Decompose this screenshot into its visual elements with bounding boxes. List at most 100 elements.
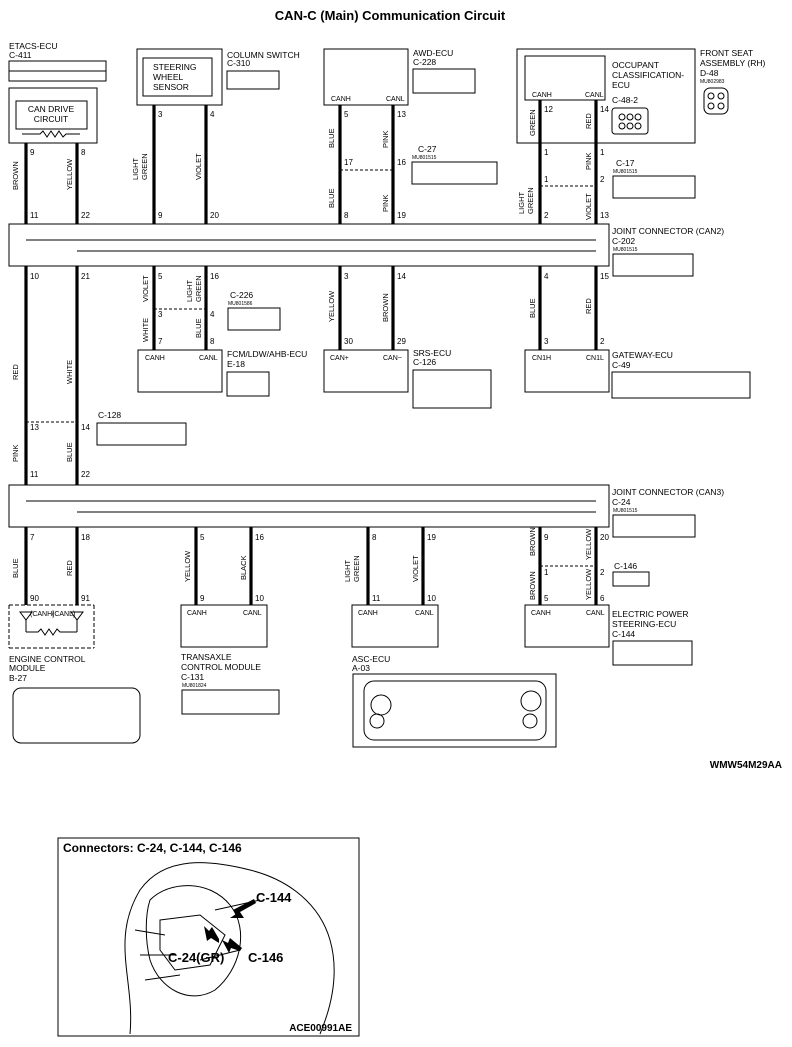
transaxle-control-conn: C-131 (181, 672, 204, 682)
c-27-part: MU801515 (412, 155, 437, 161)
c-226-label: C-226 (230, 290, 253, 300)
svg-text:29: 29 (397, 337, 406, 346)
asc-canl: CANL (415, 610, 434, 617)
svg-text:20: 20 (210, 211, 219, 220)
electric-power-steering-ecu-box (524, 604, 610, 648)
asc-canh: CANH (358, 610, 378, 617)
svg-text:2: 2 (544, 211, 549, 220)
svg-text:PINK: PINK (381, 194, 390, 212)
tcm-canl: CANL (243, 610, 262, 617)
eps-label-2: STEERING-ECU (612, 619, 676, 629)
svg-text:9: 9 (30, 148, 35, 157)
svg-text:14: 14 (397, 272, 406, 281)
c-202-connector-icon (612, 253, 694, 277)
svg-text:3: 3 (158, 110, 163, 119)
svg-text:11: 11 (30, 470, 39, 479)
svg-text:7: 7 (30, 533, 35, 542)
joint-can3-conn: C-24 (612, 497, 631, 507)
c-17-part: MU801515 (613, 169, 638, 175)
svg-text:1: 1 (544, 175, 549, 184)
svg-text:PINK: PINK (11, 444, 20, 462)
svg-text:91: 91 (81, 594, 90, 603)
svg-text:PINK: PINK (381, 130, 390, 148)
gw-cn1h: CN1H (532, 355, 551, 362)
joint-can2-label: JOINT CONNECTOR (CAN2) (612, 226, 724, 236)
svg-text:16: 16 (210, 272, 219, 281)
middle-splice-dashes (26, 308, 206, 423)
inset-title: Connectors: C-24, C-144, C-146 (63, 841, 242, 855)
svg-text:3: 3 (158, 310, 163, 319)
svg-text:16: 16 (255, 533, 264, 542)
svg-text:GREEN: GREEN (528, 109, 537, 136)
b-27-connector-icon (12, 687, 141, 744)
transaxle-control-module-box (180, 604, 268, 648)
svg-text:1: 1 (544, 148, 549, 157)
svg-text:6: 6 (600, 594, 605, 603)
svg-text:7: 7 (158, 337, 163, 346)
diagram-title: CAN-C (Main) Communication Circuit (275, 8, 506, 23)
occupant-label-1: OCCUPANT (612, 60, 659, 70)
svg-text:RED: RED (584, 298, 593, 314)
middle-wire-colors: VIOLET LIGHT GREEN WHITE BLUE YELLOW BRO… (11, 275, 593, 462)
fcm-canh: CANH (145, 355, 165, 362)
svg-text:BLUE: BLUE (327, 188, 336, 208)
svg-text:BLUE: BLUE (528, 298, 537, 318)
svg-text:8: 8 (210, 337, 215, 346)
c-131-part: MU801824 (182, 683, 207, 689)
occupant-label-3: ECU (612, 80, 630, 90)
svg-text:1: 1 (600, 148, 605, 157)
transaxle-control-label-2: CONTROL MODULE (181, 662, 261, 672)
svg-text:LIGHT: LIGHT (185, 279, 194, 302)
asc-ecu-label: ASC-ECU (352, 654, 390, 664)
srs-can-minus: CAN− (383, 355, 402, 362)
srs-ecu-box (323, 349, 409, 393)
svg-text:19: 19 (397, 211, 406, 220)
fcm-ldw-ahb-label: FCM/LDW/AHB-ECU (227, 349, 307, 359)
svg-text:GREEN: GREEN (526, 187, 535, 214)
svg-text:2: 2 (600, 337, 605, 346)
svg-text:9: 9 (158, 211, 163, 220)
svg-text:BLUE: BLUE (65, 442, 74, 462)
c-128-connector-icon (96, 422, 187, 446)
svg-text:13: 13 (397, 110, 406, 119)
svg-text:RED: RED (584, 113, 593, 129)
awd-ecu-box (323, 48, 409, 106)
c-310-connector-icon (226, 70, 280, 90)
srs-ecu-label: SRS-ECU (413, 348, 451, 358)
svg-text:GREEN: GREEN (194, 275, 203, 302)
awd-ecu-conn: C-228 (413, 57, 436, 67)
d-48-connector-icon (703, 87, 729, 115)
fcm-canl: CANL (199, 355, 218, 362)
svg-text:11: 11 (30, 211, 39, 220)
svg-text:5: 5 (158, 272, 163, 281)
gw-cn1l: CN1L (586, 355, 604, 362)
svg-text:PINK: PINK (584, 152, 593, 170)
svg-text:17: 17 (344, 158, 353, 167)
occ-canh: CANH (532, 92, 552, 99)
ecm-canl: (CANL) (52, 611, 75, 618)
front-seat-label-2: ASSEMBLY (RH) (700, 58, 766, 68)
column-switch-label: COLUMN SWITCH (227, 50, 300, 60)
srs-can-plus: CAN+ (330, 355, 349, 362)
awd-ecu-label: AWD-ECU (413, 48, 453, 58)
inset-label-c144: C-144 (256, 890, 292, 905)
c-228-connector-icon (412, 68, 476, 94)
ecm-canh: (CANH) (30, 611, 55, 618)
svg-text:18: 18 (81, 533, 90, 542)
svg-text:BLUE: BLUE (11, 558, 20, 578)
joint-can3-label: JOINT CONNECTOR (CAN3) (612, 487, 724, 497)
c-226-part: MU801586 (228, 301, 253, 307)
c-411-connector-icon (8, 60, 107, 82)
upper-wires (24, 100, 598, 224)
svg-text:YELLOW: YELLOW (183, 550, 192, 582)
svg-text:3: 3 (544, 337, 549, 346)
eps-conn: C-144 (612, 629, 635, 639)
svg-text:YELLOW: YELLOW (584, 528, 593, 560)
svg-text:VIOLET: VIOLET (141, 275, 150, 302)
asc-ecu-box (351, 604, 439, 648)
occupant-label-2: CLASSIFICATION- (612, 70, 684, 80)
d-48-part: MU802983 (700, 79, 725, 85)
gateway-ecu-box (524, 349, 610, 393)
occ-canl: CANL (585, 92, 604, 99)
svg-text:4: 4 (210, 310, 215, 319)
